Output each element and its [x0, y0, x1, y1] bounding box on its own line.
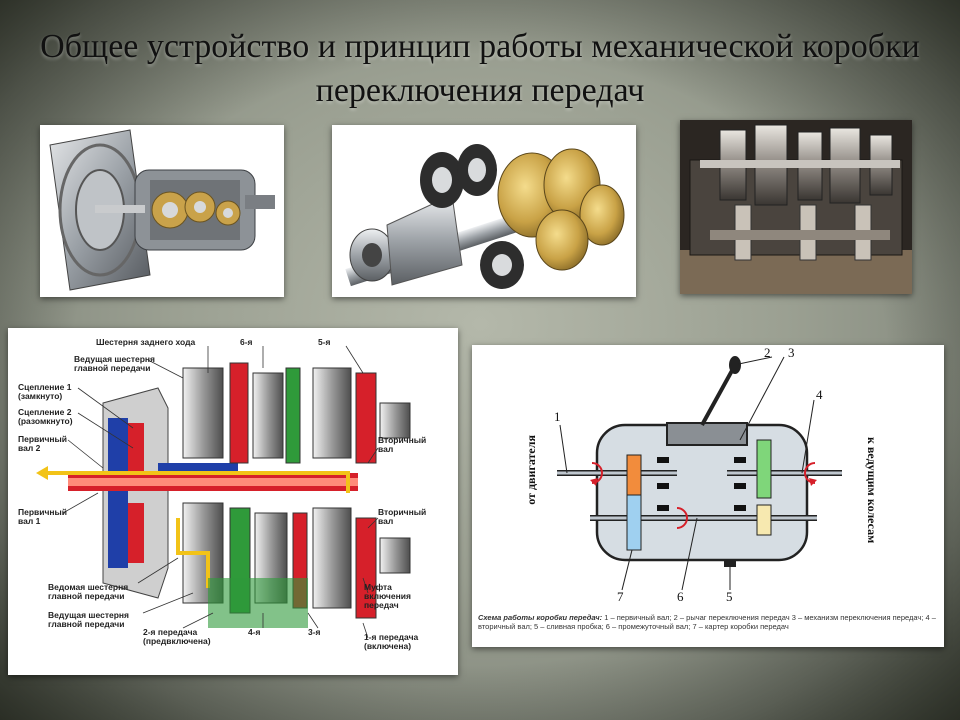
label-sixth-gear: 6-я — [240, 337, 253, 347]
gearbox-scheme-diagram: 1 2 3 4 5 6 7 от двигателя к ведущим кол… — [472, 345, 944, 647]
scheme-caption-text: 1 – первичный вал; 2 – рычаг переключени… — [478, 613, 936, 631]
scheme-caption: Схема работы коробки передач: 1 – первич… — [478, 613, 940, 631]
gearbox-interior-photo — [680, 120, 912, 294]
label-first-gear: 1-я передача (включена) — [364, 632, 419, 651]
label-drive-main-gear-top: Ведущая шестерня главной передачи — [74, 354, 156, 373]
transmission-housing-photo — [40, 125, 284, 297]
label-primary-shaft-1: Первичный вал 1 — [18, 507, 68, 526]
label-driven-main-gear: Ведомая шестерня главной передачи — [48, 582, 129, 601]
label-fifth-gear: 5-я — [318, 337, 331, 347]
dual-clutch-cutaway-diagram: Шестерня заднего хода 6-я 5-я Ведущая ше… — [8, 328, 458, 675]
label-second-gear: 2-я передача (предвключена) — [143, 627, 211, 646]
label-secondary-shaft-top: Вторичный вал — [378, 435, 427, 454]
label-secondary-shaft-bottom: Вторичный вал — [378, 507, 427, 526]
label-reverse-gear: Шестерня заднего хода — [96, 337, 196, 347]
label-clutch-sleeve: Муфта включения передач — [364, 582, 411, 610]
scheme-number-2: 2 — [764, 345, 771, 360]
gear-set-photo — [332, 125, 636, 297]
scheme-number-7: 7 — [617, 589, 624, 604]
label-fourth-gear: 4-я — [248, 627, 261, 637]
scheme-number-1: 1 — [554, 409, 561, 424]
label-clutch-1: Сцепление 1 (замкнуто) — [18, 382, 72, 401]
label-clutch-2: Сцепление 2 (разомкнуто) — [18, 407, 73, 426]
label-to-wheels: к ведущим колесам — [865, 437, 879, 544]
scheme-number-5: 5 — [726, 589, 733, 604]
scheme-caption-title: Схема работы коробки передач: — [478, 613, 603, 622]
scheme-number-4: 4 — [816, 387, 823, 402]
label-primary-shaft-2: Первичный вал 2 — [18, 434, 68, 453]
label-from-engine: от двигателя — [524, 435, 538, 505]
scheme-number-6: 6 — [677, 589, 684, 604]
label-third-gear: 3-я — [308, 627, 321, 637]
slide-title: Общее устройство и принцип работы механи… — [40, 28, 920, 109]
scheme-number-3: 3 — [788, 345, 795, 360]
label-drive-main-gear-bottom: Ведущая шестерня главной передачи — [48, 610, 130, 629]
